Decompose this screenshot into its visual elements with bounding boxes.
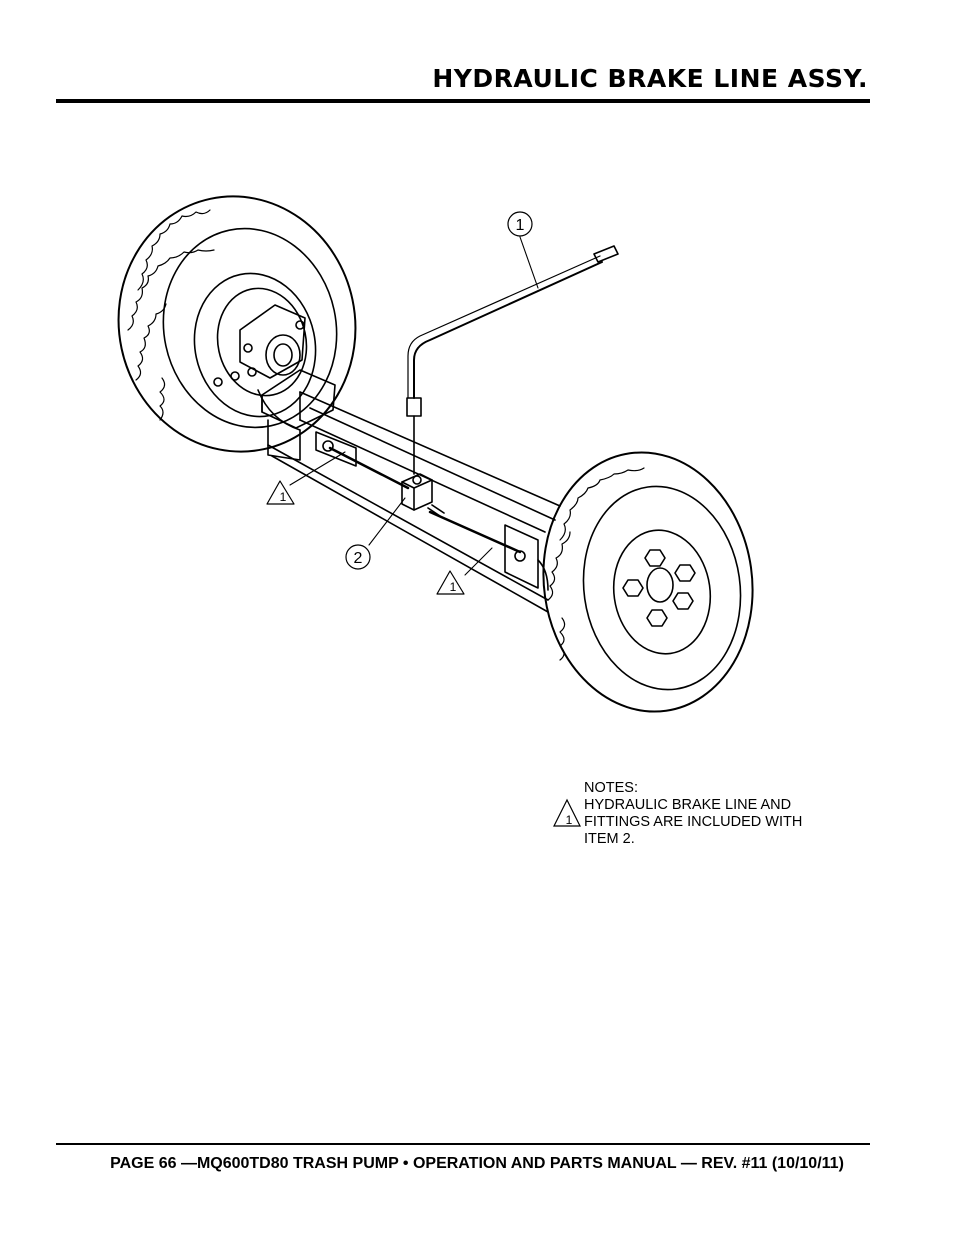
left-tire [117, 195, 357, 453]
notes-block: NOTES: 1 HYDRAULIC BRAKE LINE AND FITTIN… [552, 780, 824, 848]
note-text-line-2: FITTINGS ARE INCLUDED WITH [584, 814, 803, 830]
note-warning-triangle: 1 [553, 798, 581, 827]
left-bracket [315, 431, 357, 467]
brake-backing-plate [230, 304, 336, 461]
brake-lines [328, 446, 522, 554]
notes-heading: NOTES: [584, 780, 638, 796]
callout-label-1: 1 [516, 217, 525, 234]
note-text-line-3: ITEM 2. [584, 831, 635, 847]
page-footer: PAGE 66 —MQ600TD80 TRASH PUMP • OPERATIO… [110, 1155, 844, 1172]
callout-balloon-1 [507, 211, 533, 237]
note-text-line-1: HYDRAULIC BRAKE LINE AND [584, 797, 792, 813]
leader-note-a [289, 451, 346, 486]
header-rule [56, 99, 870, 103]
note-item: 1 HYDRAULIC BRAKE LINE AND FITTINGS ARE … [552, 797, 824, 848]
leader-item-1 [519, 236, 539, 289]
leader-item-2 [368, 497, 406, 546]
note-text: HYDRAULIC BRAKE LINE AND FITTINGS ARE IN… [584, 797, 824, 848]
page-title: HYDRAULIC BRAKE LINE ASSY. [432, 64, 868, 93]
footer-rule [56, 1143, 870, 1145]
leader-note-b [464, 547, 493, 576]
callout-label-2: 2 [354, 550, 363, 567]
note-triangle-a [266, 480, 295, 505]
right-tire [542, 451, 754, 713]
note-ref-number: 1 [566, 813, 573, 827]
tee-fitting [401, 473, 445, 517]
note-ref-label-a: 1 [280, 490, 287, 504]
lug-nuts [622, 549, 696, 627]
main-brake-line [406, 245, 619, 475]
note-ref-label-b: 1 [450, 580, 457, 594]
note-triangle-b [436, 570, 465, 595]
callout-balloon-2 [345, 544, 371, 570]
